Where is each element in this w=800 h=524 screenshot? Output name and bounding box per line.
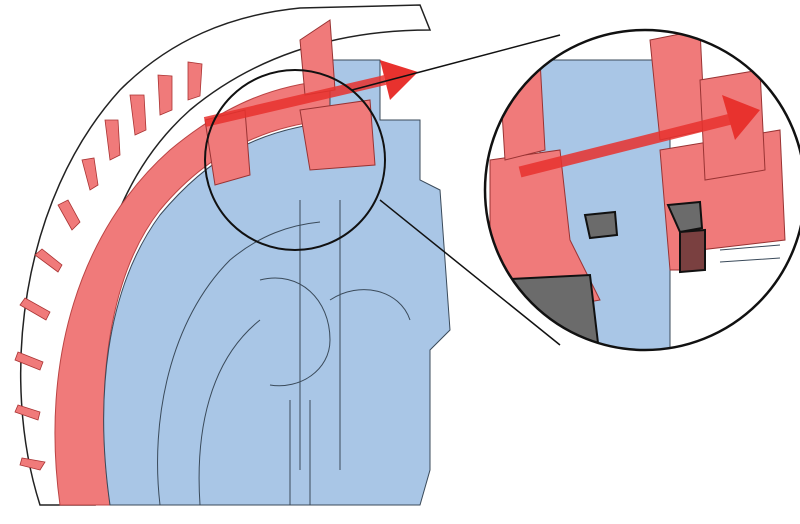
flow-arrow-small	[203, 60, 418, 127]
zoom-circle	[483, 28, 800, 352]
section-details	[157, 200, 411, 506]
rotor-blades	[14, 61, 203, 471]
connector-line-top	[351, 34, 561, 91]
upper-red-blades	[204, 19, 376, 186]
connector-line-bottom	[379, 199, 561, 346]
magnifier-circle	[204, 69, 386, 251]
stator-section	[103, 59, 451, 506]
